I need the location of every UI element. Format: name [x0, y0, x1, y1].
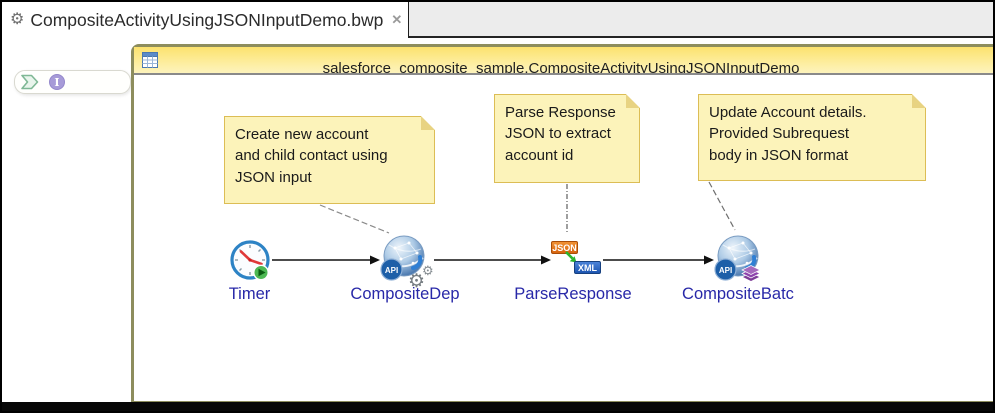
info-icon[interactable]: I [48, 74, 66, 91]
tab-close-icon[interactable]: ✕ [391, 12, 403, 27]
timer-label: Timer [228, 285, 271, 303]
note-update-account[interactable]: Update Account details. Provided Subrequ… [698, 94, 926, 181]
process-title: salesforce_composite_sample.CompositeAct… [322, 60, 800, 75]
layers-icon [741, 265, 761, 282]
tab-title: CompositeActivityUsingJSONInputDemo.bwp [30, 9, 384, 30]
composite-dep-activity-icon[interactable]: API ⚙ ⚙ [379, 233, 435, 294]
note-create-account[interactable]: Create new account and child contact usi… [224, 116, 435, 204]
tab-bar: ⚙ CompositeActivityUsingJSONInputDemo.bw… [2, 2, 993, 38]
gear-icon-small: ⚙ [422, 263, 434, 278]
table-icon[interactable] [142, 51, 158, 73]
api-badge: API [385, 266, 398, 275]
parse-response-label: ParseResponse [514, 285, 632, 303]
composite-batc-label: CompositeBatc [682, 285, 794, 303]
gear-icon: ⚙ [408, 271, 425, 289]
chevron-flag-icon[interactable] [21, 74, 39, 91]
process-header[interactable]: salesforce_composite_sample.CompositeAct… [134, 47, 993, 75]
process-file-gear-icon: ⚙ [10, 11, 25, 28]
timer-activity-icon[interactable] [227, 238, 275, 291]
bottom-border-bar [2, 402, 993, 411]
xml-badge: XML [574, 261, 601, 274]
composite-batc-activity-icon[interactable]: API [713, 233, 769, 294]
left-panel: I [2, 38, 133, 402]
note-parse-response[interactable]: Parse Response JSON to extract account i… [494, 94, 640, 183]
palette-box: I [14, 70, 131, 94]
composite-dep-label: CompositeDep [350, 285, 460, 303]
api-badge: API [719, 266, 732, 275]
tab-bwp-file[interactable]: ⚙ CompositeActivityUsingJSONInputDemo.bw… [2, 2, 409, 38]
json-badge: JSON [551, 241, 578, 254]
